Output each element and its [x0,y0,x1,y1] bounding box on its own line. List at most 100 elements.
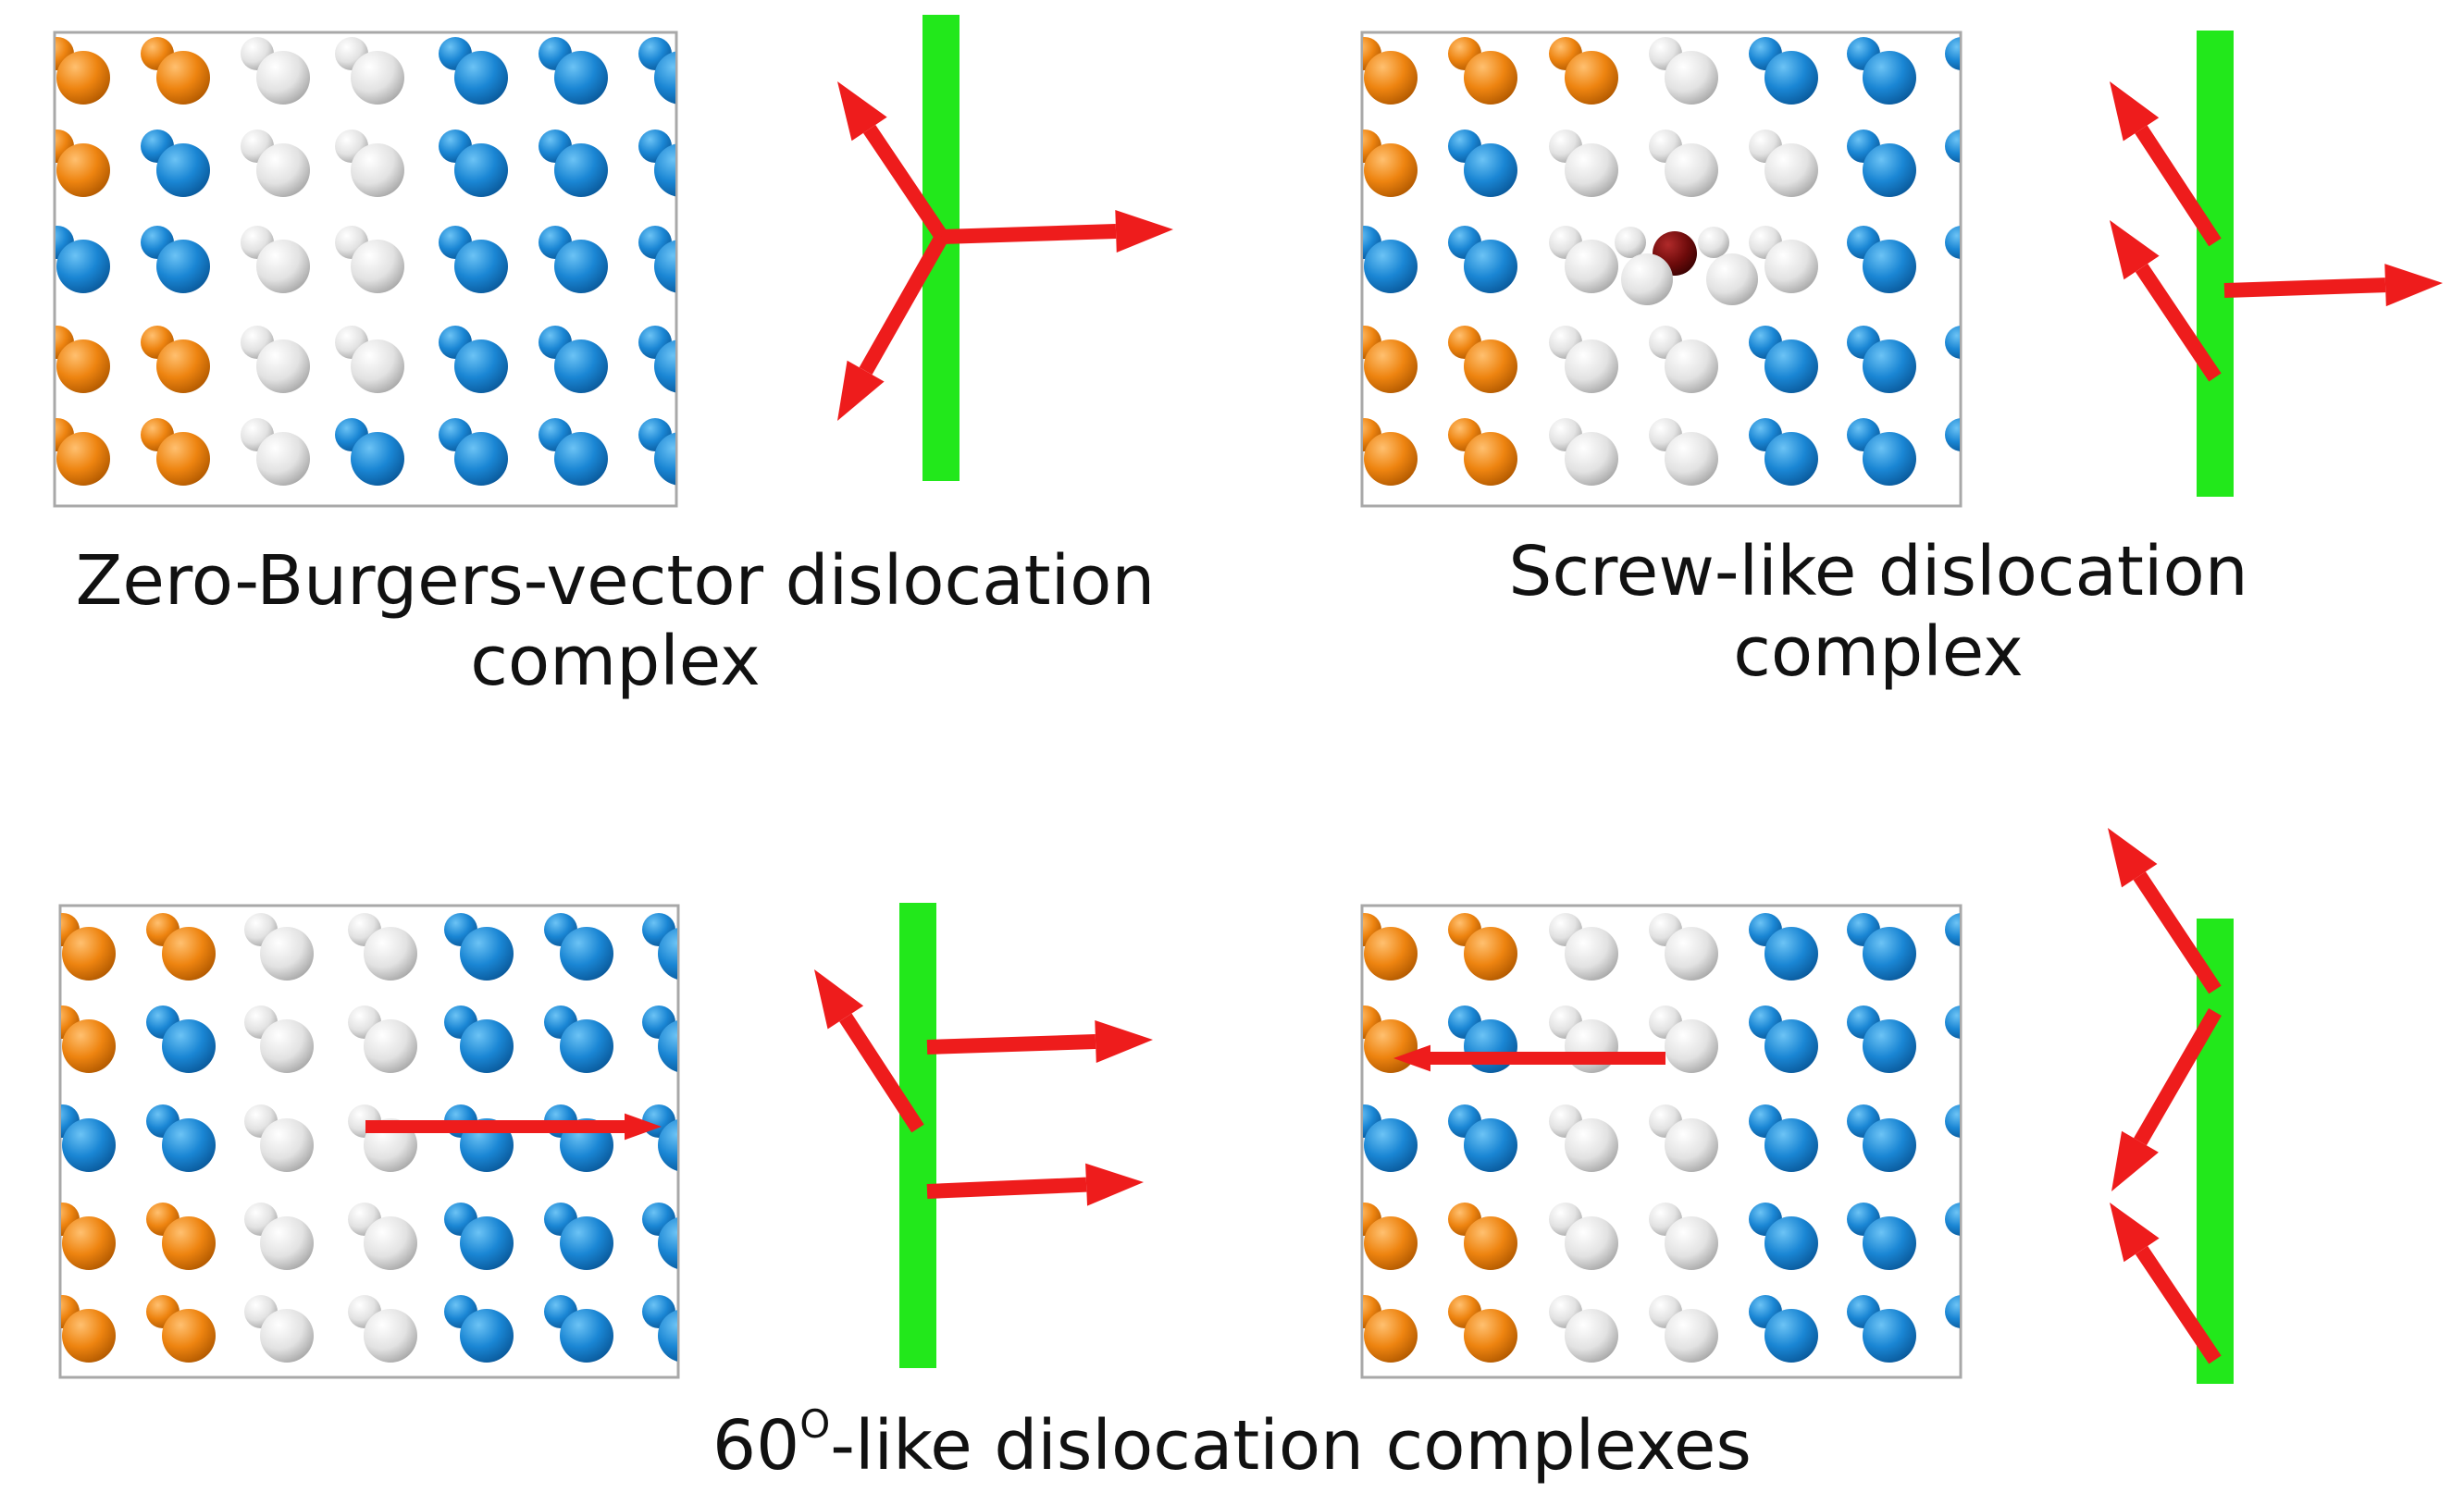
atom-white [1621,253,1673,305]
atom-blue [560,927,613,981]
atom-white [1565,339,1618,393]
burgers-vector-arrow-head [837,360,885,421]
caption-line: complex [470,622,761,702]
burgers-vector-arrow-head [814,969,864,1030]
atom-blue [654,339,675,393]
dislocation-line [899,903,936,1368]
atom-blue [454,432,508,486]
atom-orange [1364,927,1418,981]
atom-blue [1961,432,2014,486]
atom-orange [62,927,116,981]
atom-white [1565,927,1618,981]
atom-orange [1364,1309,1418,1363]
atom-blue [658,1217,677,1269]
atom-blue [654,240,675,293]
atom-blue [560,1216,613,1270]
atom-blue [1863,432,1916,486]
atom-white [1665,51,1718,105]
atom-white [1565,240,1618,293]
atom-panel-screw-like [1360,31,2014,508]
atom-blue [554,51,608,105]
atom-blue [1863,143,1916,197]
atom-white [260,1309,314,1363]
atom-blue [1945,130,1960,163]
atom-blue [1945,37,1960,70]
burgers-vector-arrow-shaft [839,1013,924,1133]
caption-degree-mark: O [799,1401,831,1447]
atom-panel-sixty-like-right [1360,904,2014,1379]
atom-blue [1961,1019,2014,1073]
burgers-vector-arrow-shaft [862,124,948,241]
atom-blue [1764,1216,1818,1270]
atom-white [1665,339,1718,393]
atom-blue [1945,1005,1960,1039]
atom-orange [62,1216,116,1270]
atom-orange [1364,339,1418,393]
burgers-vector-arrow-head [2384,264,2443,307]
atom-blue [654,51,675,105]
atom-blue [1863,1309,1916,1363]
burgers-vector-arrow-shaft [941,223,1117,244]
atom-orange [162,1309,216,1363]
atom-blue [1464,240,1517,293]
atom-white [351,143,404,197]
atom-blue [1863,1118,1916,1172]
atom-orange [1464,339,1517,393]
atom-blue [1961,1216,2014,1270]
atom-white [260,1216,314,1270]
burgers-vector-arrow-shaft [2223,278,2386,298]
burgers-vector-arrow-head [1095,1020,1153,1064]
atom-blue [351,432,404,486]
burgers-vector-arrow-head [1393,1044,1430,1072]
atom-blue [1764,1309,1818,1363]
atom-orange [56,51,110,105]
atom-blue [56,240,110,293]
atom-white [364,1309,417,1363]
atom-orange [162,927,216,981]
atom-blue [1945,418,1960,451]
atom-white [1665,432,1718,486]
caption-angle: 60 [712,1406,800,1486]
burgers-vector-arrow-shaft [859,233,948,376]
atom-orange [1464,1309,1517,1363]
atom-white [1665,1118,1718,1172]
atom-blue [1961,240,2014,293]
burgers-vector-arrow-head [2110,220,2160,280]
burgers-vector-arrow-shaft [2135,125,2222,247]
atom-orange [1464,51,1517,105]
atom-white [260,1118,314,1172]
atom-blue [1961,1118,2014,1172]
atom-blue [1764,927,1818,981]
atom-blue [454,51,508,105]
atom-blue [560,1309,613,1363]
caption-screw-like: Screw-like dislocation complex [1305,532,2452,694]
dislocation-line [2197,919,2234,1384]
atom-blue [1764,339,1818,393]
atom-white [1565,432,1618,486]
atom-blue [554,339,608,393]
burgers-vector-arrow-head [2108,828,2158,888]
atom-panel-zero-burgers [53,31,678,508]
atom-white [1665,1019,1718,1073]
atom-blue [1464,1118,1517,1172]
burgers-vector-arrow-head [837,81,887,142]
atom-blue [1863,1019,1916,1073]
atom-blue [1464,1019,1517,1073]
atom-blue [1945,1295,1960,1328]
atom-white [1665,1309,1718,1363]
atom-blue [156,143,210,197]
atom-orange [56,143,110,197]
atom-orange [1364,143,1418,197]
burgers-vector-arrow-head [1085,1163,1144,1206]
atom-orange [156,432,210,486]
atom-orange [1464,927,1517,981]
atom-orange [1464,432,1517,486]
schematic-sixty-like-left [814,903,1153,1368]
atom-white [260,1019,314,1073]
atom-white [351,339,404,393]
caption-zero-burgers: Zero-Burgers-vector dislocation complex [0,541,1231,703]
atom-blue [1863,240,1916,293]
atom-white [364,927,417,981]
atom-blue [1961,1309,2014,1363]
atom-blue [1863,51,1916,105]
